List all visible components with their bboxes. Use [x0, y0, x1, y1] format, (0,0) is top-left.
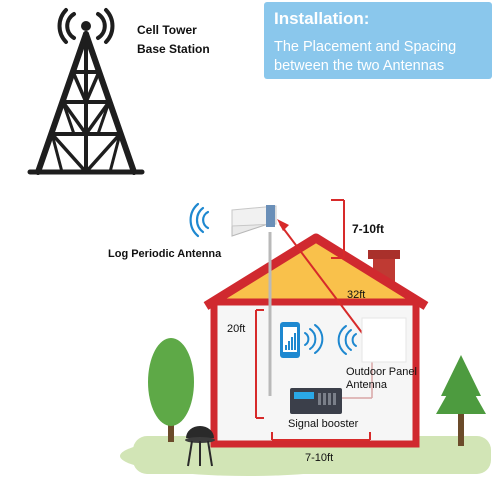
house-roof — [203, 233, 429, 310]
info-line-2: between the two Antennas — [274, 58, 445, 74]
wall-height-bracket — [255, 309, 264, 419]
pine-tree — [436, 355, 486, 446]
grill-icon — [185, 426, 215, 467]
tower-label-line1: Cell Tower — [137, 23, 197, 37]
vertical-spacing-bracket — [331, 199, 345, 259]
signal-waves-icon — [189, 202, 210, 238]
outdoor-panel-label-line2: Antenna — [346, 379, 387, 391]
wall-height-label: 20ft — [227, 323, 246, 335]
tower-label-line2: Base Station — [137, 42, 210, 56]
outdoor-panel-label-line1: Outdoor Panel — [346, 366, 417, 378]
phone-icon — [280, 322, 300, 358]
info-line-1: The Placement and Spacing — [274, 39, 457, 55]
signal-booster-device — [290, 388, 342, 414]
roof-height-label: 32ft — [347, 289, 366, 301]
phone-signal-waves-icon — [304, 324, 324, 354]
cell-tower-icon — [27, 8, 145, 175]
horizontal-spacing-bracket — [271, 432, 371, 441]
log-periodic-antenna-label: Log Periodic Antenna — [108, 248, 222, 260]
outdoor-panel-antenna — [361, 317, 407, 363]
chimney-cap — [368, 250, 400, 259]
log-periodic-antenna — [231, 205, 277, 237]
info-title: Installation: — [274, 9, 370, 28]
installation-info-box: Installation: The Placement and Spacing … — [264, 2, 492, 79]
info-body: The Placement and Spacing between the tw… — [274, 38, 456, 76]
left-tree — [148, 338, 194, 442]
horizontal-spacing-label: 7-10ft — [305, 452, 334, 464]
vertical-spacing-label: 7-10ft — [352, 222, 385, 236]
panel-signal-waves-icon — [337, 325, 357, 355]
attic — [212, 240, 416, 302]
signal-booster-label: Signal booster — [288, 418, 359, 430]
roof-arrow-tail — [277, 219, 289, 231]
